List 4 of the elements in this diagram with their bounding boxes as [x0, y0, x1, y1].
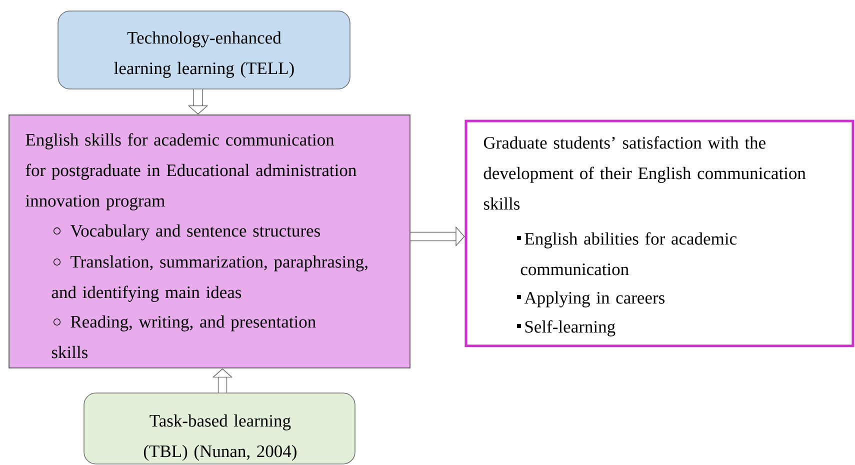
- text-box: Technology-enhanced learning learning (TELL): [58, 10, 350, 90]
- text-box: Graduate students’ satisfaction with the development of their English communication skills English abilities for academic communication Applying in careers Self-learning: [464, 120, 854, 348]
- text-box: Task-based learning (TBL) (Nunan, 2004): [84, 392, 356, 464]
- text-box: English skills for academic communication for postgraduate in Educational administration innovation program Vocabulary and sentence structures Translation, summarization, paraphrasing, and identifying main ideas Reading, writing, and presentation skills: [8, 114, 410, 368]
